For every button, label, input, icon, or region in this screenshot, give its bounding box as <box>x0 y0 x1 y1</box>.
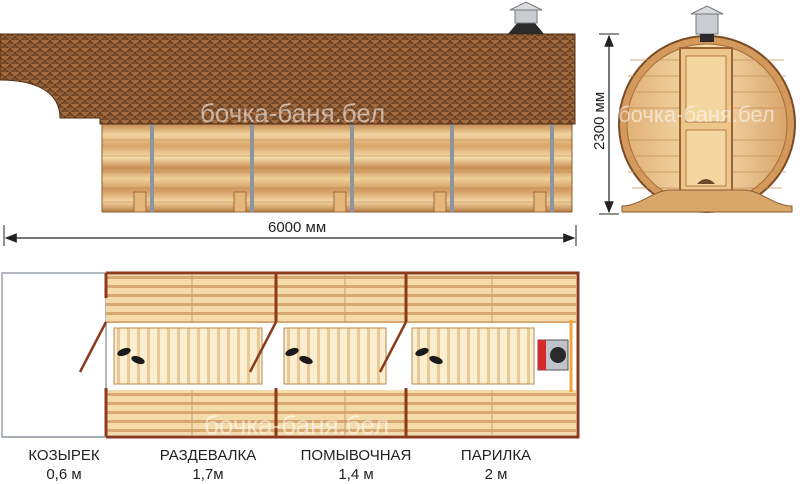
floor-grate-1 <box>113 327 263 385</box>
footprints-1 <box>117 347 145 365</box>
benches-top <box>106 275 576 323</box>
height-label: 2300 мм <box>591 92 608 150</box>
room-label-washing: ПОМЫВОЧНАЯ 1,4 м <box>286 446 426 484</box>
floor-grate-2 <box>283 327 387 385</box>
benches-bottom <box>106 390 576 435</box>
base-stand <box>621 189 793 213</box>
door-leaves <box>78 321 408 373</box>
partitions <box>274 273 408 437</box>
stove <box>537 320 573 392</box>
footprints-2 <box>285 347 313 365</box>
room-size: 1,4 м <box>338 466 374 483</box>
canopy-area <box>1 272 107 438</box>
room-size: 2 м <box>484 466 508 483</box>
watermark-side: бочка-баня.бел <box>200 98 385 128</box>
door-emblem <box>697 179 715 184</box>
floor-grate-3 <box>411 327 535 385</box>
roof <box>0 33 576 125</box>
room-name: ПОМЫВОЧНАЯ <box>300 447 412 464</box>
front-view: бочка-баня.бел <box>618 5 796 213</box>
room-size: 0,6 м <box>46 466 82 483</box>
watermark-front: бочка-баня.бел <box>618 102 775 127</box>
floor-plan: бочка-баня.бел <box>1 271 580 440</box>
bench-joints <box>191 275 493 435</box>
front-chimney <box>690 5 724 42</box>
room-label-canopy: КОЗЫРЕК 0,6 м <box>18 446 110 484</box>
room-label-changing: РАЗДЕВАЛКА 1,7м <box>140 446 276 484</box>
height-dimension: 2300 мм <box>591 33 619 215</box>
footprints-3 <box>415 347 443 365</box>
length-dimension: 6000 мм <box>3 219 577 246</box>
side-view: бочка-баня.бел <box>0 1 576 213</box>
room-name: ПАРИЛКА <box>460 447 532 464</box>
room-name: РАЗДЕВАЛКА <box>159 447 257 464</box>
support-feet <box>133 191 547 213</box>
length-label: 6000 мм <box>268 219 326 236</box>
chimney <box>508 1 544 34</box>
outer-wall <box>106 271 580 439</box>
watermark-plan: бочка-баня.бел <box>204 410 389 440</box>
room-name: КОЗЫРЕК <box>28 447 100 464</box>
steel-hoops <box>150 124 554 212</box>
room-size: 1,7м <box>192 466 224 483</box>
room-label-steam: ПАРИЛКА 2 м <box>440 446 552 484</box>
